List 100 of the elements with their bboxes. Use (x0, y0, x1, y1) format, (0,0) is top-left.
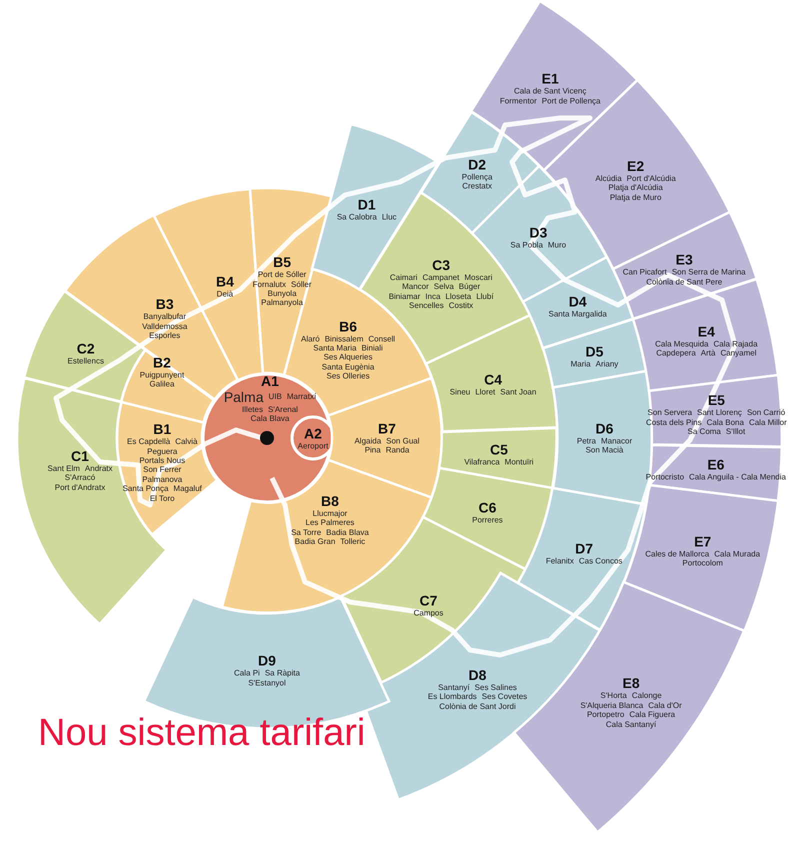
zone-code: D7 (574, 540, 594, 557)
place-name: Portopetro (586, 711, 624, 720)
place-name: Port d'Alcúdia (626, 174, 676, 184)
place-name: Illetes (242, 405, 263, 414)
place-name: Fornalutx (252, 280, 286, 290)
place-name: Llubí (476, 292, 494, 302)
place-name: Sineu (450, 388, 470, 396)
place-name: Can Picafort (622, 269, 667, 278)
title: Nou sistema tarifari (38, 712, 366, 755)
place-name: S'Arenal (268, 405, 298, 414)
place-name: Son Serra de Marina (672, 269, 746, 278)
place-name: Portals Nous (139, 457, 186, 466)
place-name: Santa Margalida (548, 310, 607, 319)
zone-code: B7 (377, 420, 397, 437)
place-name: El Toro (150, 494, 175, 504)
place-name: Calonge (632, 692, 662, 702)
place-name: Sa Pobla (510, 242, 543, 250)
place-name: Capdepera (656, 350, 696, 358)
place-name: Cala Anguila - Cala Mendia (689, 474, 786, 482)
place-name: Port d'Andratx (54, 484, 106, 492)
place-name: Tolleric (340, 538, 366, 547)
place-name: Selva (434, 284, 454, 292)
place-name: Palmanyola (261, 300, 303, 308)
place-name: Llucmajor (312, 510, 348, 519)
place-name: Algaida (354, 438, 382, 446)
zone-code: D8 (468, 666, 488, 683)
place-name: Palmanova (142, 476, 182, 484)
place-name: Puigpunyent (140, 372, 184, 380)
place-name: Marratxí (286, 392, 316, 402)
place-name: Randa (386, 446, 410, 456)
place-name: Binissalem (324, 335, 364, 344)
zone-code: C6 (478, 499, 498, 516)
place-name: Cala Murada (714, 550, 760, 559)
place-name: Portocristo (646, 474, 684, 482)
place-name: Es Llombards (428, 693, 477, 702)
place-name: Santa Eugènia (322, 363, 374, 372)
zone-code: C3 (431, 257, 452, 274)
place-name: Calvià (175, 438, 198, 447)
place-name: UIB (268, 392, 282, 402)
place-name: Galilea (150, 380, 174, 390)
place-name: Ses Covetes (482, 693, 528, 702)
place-name: Caimari (390, 274, 418, 283)
zone-code: B1 (152, 421, 172, 438)
place-name: Ses Olleries (326, 372, 370, 381)
zone-code: D1 (356, 196, 377, 212)
place-name: Ses Alqueries (324, 354, 372, 362)
zone-code: E6 (706, 456, 726, 473)
place-name: Port de Pollença (542, 97, 600, 106)
place-name: Lloret (475, 388, 496, 396)
zone-code: C5 (488, 442, 509, 458)
place-name: Cala Millor (748, 418, 787, 428)
zone-code: B4 (214, 274, 235, 290)
place-name: S'Arracó (64, 474, 96, 483)
zone-code: A1 (260, 372, 280, 389)
place-name: Manacor (600, 438, 632, 446)
place-name: Cala Pi (234, 670, 260, 678)
place-name: Santa Maria (313, 344, 356, 353)
place-name: Montuïri (504, 458, 534, 467)
zone-code: E2 (626, 158, 646, 174)
zone-code: B5 (272, 254, 292, 270)
place-name: Cala Mesquida (655, 340, 708, 349)
place-name: Petra (576, 438, 596, 446)
place-name: Felanitx (546, 558, 574, 566)
place-name: Porreres (472, 516, 503, 524)
place-name: Esporles (149, 332, 180, 340)
zone-code: E7 (693, 533, 712, 550)
place-name: Cala de Sant Vicenç (514, 88, 586, 96)
place-name: Vilafranca (464, 458, 500, 467)
place-name: Santanyí (438, 684, 470, 692)
zone-code: C1 (70, 448, 90, 464)
place-name: Búger (458, 284, 480, 292)
zone-code: A2 (303, 425, 323, 442)
place-name: Formentor (500, 97, 537, 106)
place-name: Deià (216, 290, 234, 299)
place-name: Alcúdia (595, 174, 622, 184)
place-name: Inca (425, 292, 440, 302)
place-name: Son Servera (648, 409, 692, 418)
place-name: Es Capdellà (127, 438, 170, 447)
place-name: Andratx (84, 464, 112, 474)
zone-code: D9 (257, 653, 277, 670)
place-name: Costa dels Pins (646, 418, 702, 428)
place-name: Cala Figuera (629, 711, 676, 720)
place-name: Aeroport (298, 442, 328, 451)
place-name: Cales de Mallorca (645, 550, 710, 559)
place-name: Muro (548, 242, 566, 250)
place-name: Costitx (448, 302, 474, 311)
place-name: Ariany (596, 360, 618, 370)
zone-code: E5 (706, 392, 726, 408)
place-name: Badia Gran (294, 538, 336, 547)
zone-code: C7 (418, 592, 438, 609)
place-name: Son Gual (386, 438, 420, 446)
zone-code: E8 (621, 676, 641, 692)
place-name: Mancor (402, 284, 429, 292)
zone-code: B8 (320, 493, 340, 510)
zone-code: E1 (540, 70, 560, 87)
zone-code: B6 (338, 318, 358, 334)
zone-code: D3 (528, 224, 548, 241)
place-name: Platja de Muro (610, 194, 662, 202)
place-name: Cala Bona (706, 418, 744, 428)
place-name: Son Macià (586, 446, 624, 456)
